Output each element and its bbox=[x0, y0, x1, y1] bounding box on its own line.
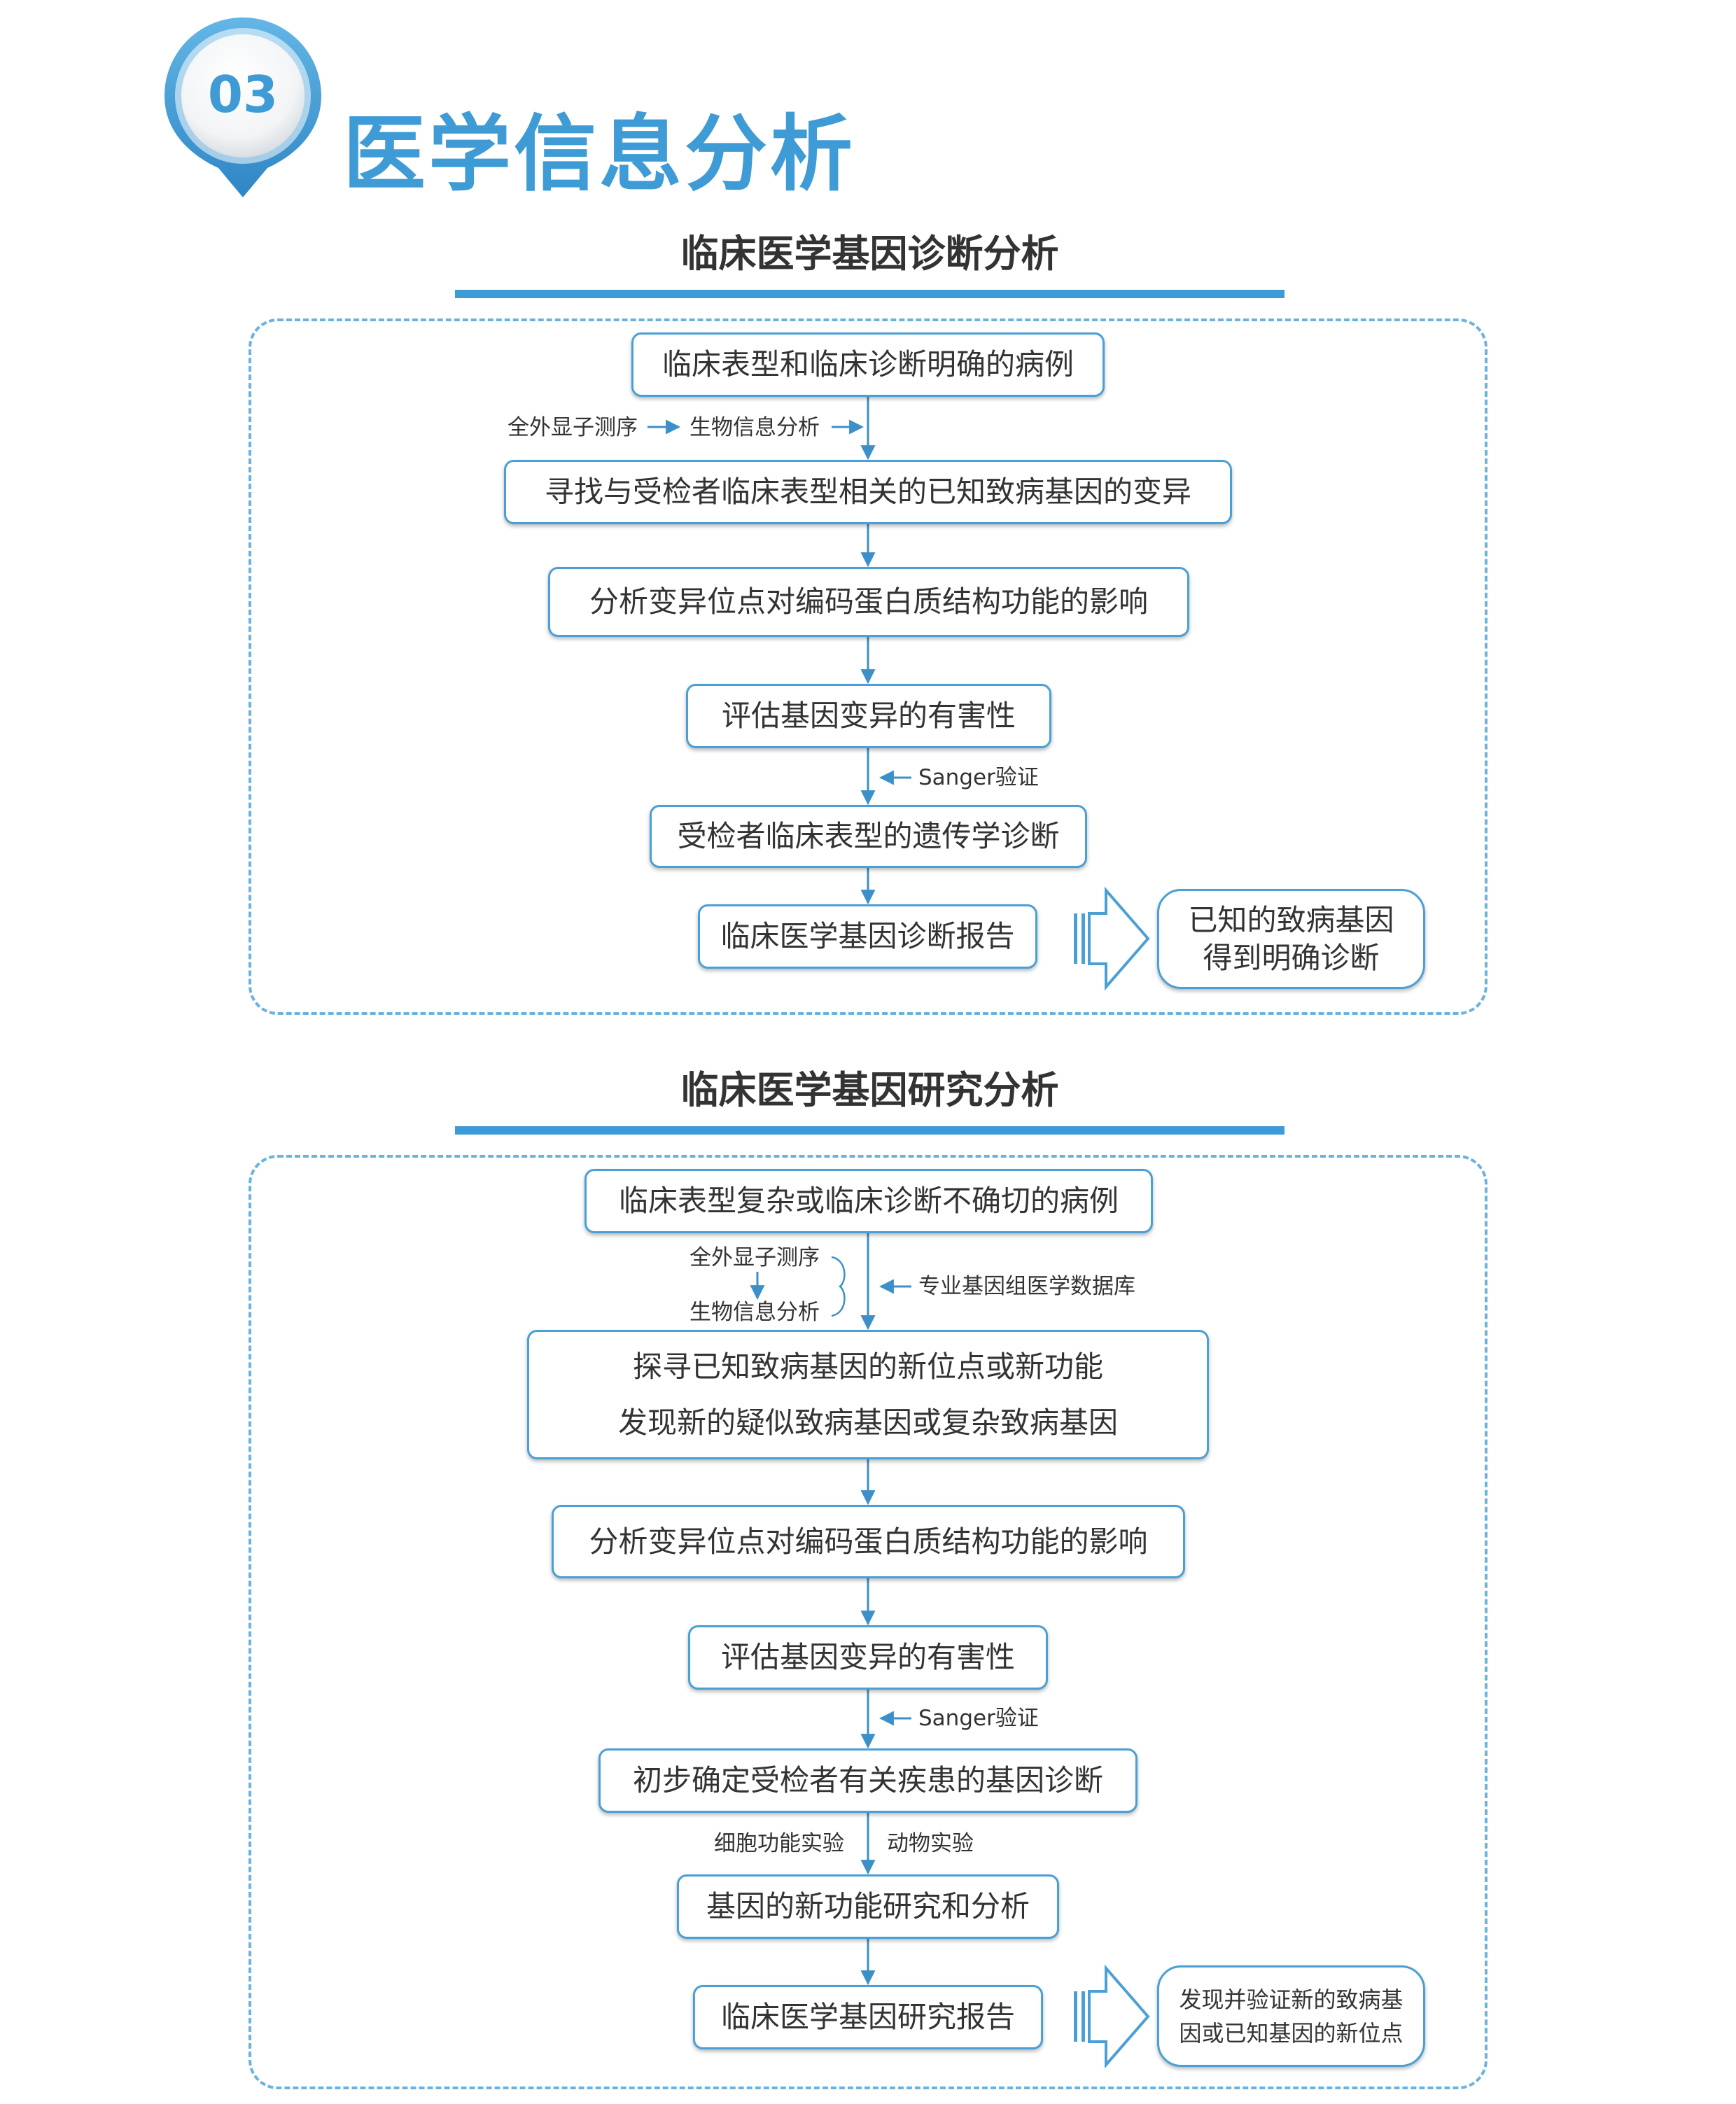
s2-note-bioinformatics: 生物信息分析 bbox=[690, 1300, 820, 1325]
s2-step-preliminary-diagnosis: 初步确定受检者有关疾患的基因诊断 bbox=[598, 1748, 1138, 1813]
s2-step-protein-impact: 分析变异位点对编码蛋白质结构功能的影响 bbox=[552, 1505, 1185, 1578]
section1-frame bbox=[248, 318, 1488, 1015]
s2-step-protein-impact-label: 分析变异位点对编码蛋白质结构功能的影响 bbox=[589, 1524, 1148, 1559]
s1-result-line-1: 已知的致病基因 bbox=[1188, 902, 1394, 937]
s1-step-search-variants-label: 寻找与受检者临床表型相关的已知致病基因的变异 bbox=[544, 475, 1191, 509]
s1-step-case: 临床表型和临床诊断明确的病例 bbox=[631, 332, 1105, 397]
s1-result-line-2: 得到明确诊断 bbox=[1203, 940, 1380, 975]
s1-step-genetic-diagnosis: 受检者临床表型的遗传学诊断 bbox=[650, 805, 1087, 868]
section2-frame bbox=[248, 1155, 1488, 2089]
s2-step-pathogenicity: 评估基因变异的有害性 bbox=[688, 1625, 1048, 1690]
s1-result-arrow bbox=[1074, 886, 1150, 991]
s2-step-case-label: 临床表型复杂或临床诊断不确切的病例 bbox=[618, 1184, 1119, 1218]
section1-underline bbox=[455, 290, 1284, 298]
badge-number: 03 bbox=[208, 65, 278, 124]
s2-result-line-2: 因或已知基因的新位点 bbox=[1179, 2019, 1404, 2047]
s2-result-arrow bbox=[1074, 1964, 1150, 2069]
s2-step-case: 临床表型复杂或临床诊断不确切的病例 bbox=[584, 1169, 1153, 1233]
section2-underline bbox=[455, 1126, 1284, 1135]
s1-step-case-label: 临床表型和临床诊断明确的病例 bbox=[662, 347, 1074, 381]
s2-step-report: 临床医学基因研究报告 bbox=[693, 1985, 1043, 2049]
s1-step-protein-impact: 分析变异位点对编码蛋白质结构功能的影响 bbox=[548, 567, 1189, 637]
s1-step-pathogenicity: 评估基因变异的有害性 bbox=[686, 684, 1051, 748]
s1-note-sequencing: 全外显子测序 bbox=[507, 415, 638, 440]
s1-step-report: 临床医学基因诊断报告 bbox=[698, 904, 1037, 969]
s1-step-report-label: 临床医学基因诊断报告 bbox=[720, 919, 1015, 953]
section-number-badge: 03 bbox=[164, 17, 321, 197]
s2-step-pathogenicity-label: 评估基因变异的有害性 bbox=[720, 1640, 1015, 1674]
s2-note-sanger: Sanger验证 bbox=[918, 1706, 1039, 1731]
s1-note-sanger: Sanger验证 bbox=[918, 765, 1039, 790]
s2-step-function-research: 基因的新功能研究和分析 bbox=[677, 1874, 1059, 1939]
s2-note-brace bbox=[831, 1256, 846, 1317]
section1-title: 临床医学基因诊断分析 bbox=[680, 232, 1059, 276]
s2-step-preliminary-diagnosis-label: 初步确定受检者有关疾患的基因诊断 bbox=[632, 1763, 1103, 1797]
s2-note-sequencing: 全外显子测序 bbox=[690, 1245, 820, 1270]
s2-step-new-loci: 探寻已知致病基因的新位点或新功能 发现新的疑似致病基因或复杂致病基因 bbox=[527, 1330, 1209, 1459]
s2-note-animal-experiment: 动物实验 bbox=[887, 1831, 974, 1856]
s1-result: 已知的致病基因 得到明确诊断 bbox=[1157, 889, 1425, 989]
s1-note-bioinformatics: 生物信息分析 bbox=[690, 415, 820, 440]
s2-step-report-label: 临床医学基因研究报告 bbox=[720, 2000, 1015, 2034]
s2-result: 发现并验证新的致病基 因或已知基因的新位点 bbox=[1157, 1965, 1425, 2067]
s1-step-pathogenicity-label: 评估基因变异的有害性 bbox=[721, 699, 1016, 733]
s2-step-new-loci-line-1: 探寻已知致病基因的新位点或新功能 bbox=[632, 1349, 1103, 1384]
s1-step-search-variants: 寻找与受检者临床表型相关的已知致病基因的变异 bbox=[504, 460, 1232, 524]
section2-title: 临床医学基因研究分析 bbox=[680, 1068, 1059, 1112]
s2-note-database: 专业基因组医学数据库 bbox=[918, 1274, 1135, 1299]
s1-step-protein-impact-label: 分析变异位点对编码蛋白质结构功能的影响 bbox=[589, 584, 1148, 619]
s2-step-new-loci-line-2: 发现新的疑似致病基因或复杂致病基因 bbox=[617, 1405, 1118, 1440]
s2-note-cell-experiment: 细胞功能实验 bbox=[714, 1831, 844, 1856]
s1-step-genetic-diagnosis-label: 受检者临床表型的遗传学诊断 bbox=[677, 819, 1060, 853]
s2-result-line-1: 发现并验证新的致病基 bbox=[1179, 1986, 1404, 2013]
s2-step-function-research-label: 基因的新功能研究和分析 bbox=[706, 1889, 1030, 1923]
page-title: 医学信息分析 bbox=[343, 106, 856, 202]
